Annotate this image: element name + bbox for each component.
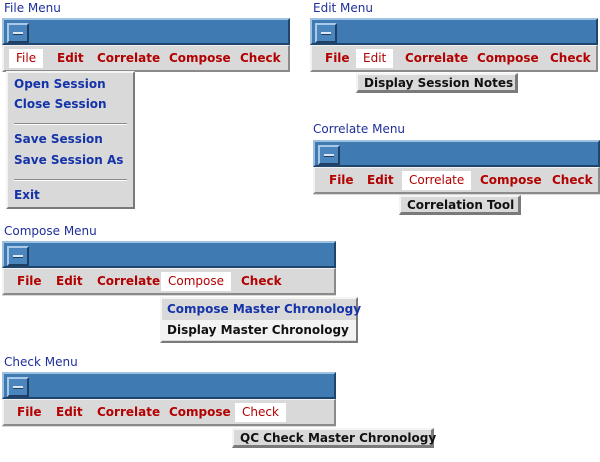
compose-menu-window: File Edit Correlate Compose Check [2, 241, 336, 296]
window-menu-icon[interactable] [315, 23, 337, 43]
menu-file[interactable]: File [17, 405, 42, 419]
compose-dropdown: Compose Master Chronology Display Master… [160, 297, 362, 343]
window-menu-icon[interactable] [318, 145, 340, 165]
window-menu-icon[interactable] [7, 23, 29, 43]
display-master-chronology-item[interactable]: Display Master Chronology [162, 320, 356, 340]
menu-compose[interactable]: Compose [477, 51, 539, 65]
check-menu-caption: Check Menu [4, 355, 78, 369]
menu-edit[interactable]: Edit [56, 274, 83, 288]
menu-correlate[interactable]: Correlate [405, 51, 469, 65]
menu-bar: File Edit Correlate Compose Check [2, 45, 290, 72]
menu-correlate[interactable]: Correlate [97, 274, 161, 288]
menu-correlate[interactable]: Correlate [402, 171, 472, 190]
file-menu-caption: File Menu [4, 1, 61, 15]
open-session-item[interactable]: Open Session [14, 77, 106, 91]
menu-bar: File Edit Correlate Compose Check [2, 268, 336, 295]
menu-separator [14, 123, 127, 125]
check-menu-window: File Edit Correlate Compose Check [2, 372, 336, 427]
display-session-notes-item[interactable]: Display Session Notes [356, 73, 518, 93]
menu-file[interactable]: File [325, 51, 350, 65]
title-bar [313, 140, 600, 167]
correlate-menu-caption: Correlate Menu [313, 122, 406, 136]
exit-item[interactable]: Exit [14, 188, 40, 202]
correlation-tool-item[interactable]: Correlation Tool [399, 195, 521, 215]
close-session-item[interactable]: Close Session [14, 97, 107, 111]
menu-check[interactable]: Check [550, 51, 591, 65]
menu-file[interactable]: File [329, 173, 354, 187]
menu-bar: File Edit Correlate Compose Check [2, 399, 336, 426]
menu-correlate[interactable]: Correlate [97, 405, 161, 419]
edit-menu-caption: Edit Menu [313, 1, 373, 15]
title-bar [2, 18, 290, 45]
edit-menu-window: File Edit Correlate Compose Check [310, 18, 598, 72]
file-dropdown: Open Session Close Session Save Session … [6, 71, 135, 209]
title-bar [2, 372, 336, 399]
correlate-menu-window: File Edit Correlate Compose Check [313, 140, 600, 195]
menu-compose[interactable]: Compose [169, 405, 231, 419]
title-bar [310, 18, 598, 45]
menu-edit[interactable]: Edit [57, 51, 84, 65]
menu-check[interactable]: Check [235, 403, 286, 422]
menu-check[interactable]: Check [240, 51, 281, 65]
menu-edit[interactable]: Edit [56, 405, 83, 419]
menu-compose[interactable]: Compose [161, 272, 232, 291]
menu-check[interactable]: Check [552, 173, 593, 187]
menu-file[interactable]: File [17, 274, 42, 288]
compose-menu-caption: Compose Menu [4, 224, 97, 238]
menu-separator [14, 179, 127, 181]
title-bar [2, 241, 336, 268]
menu-compose[interactable]: Compose [169, 51, 231, 65]
menu-check[interactable]: Check [241, 274, 282, 288]
save-session-as-item[interactable]: Save Session As [14, 153, 124, 167]
menu-bar: File Edit Correlate Compose Check [313, 167, 600, 194]
window-menu-icon[interactable] [7, 377, 29, 397]
qc-check-master-chronology-item[interactable]: QC Check Master Chronology [232, 428, 436, 448]
menu-edit[interactable]: Edit [356, 49, 394, 68]
save-session-item[interactable]: Save Session [14, 132, 103, 146]
menu-bar: File Edit Correlate Compose Check [310, 45, 598, 72]
compose-master-chronology-item[interactable]: Compose Master Chronology [167, 302, 362, 316]
menu-edit[interactable]: Edit [367, 173, 394, 187]
menu-correlate[interactable]: Correlate [97, 51, 161, 65]
window-menu-icon[interactable] [7, 246, 29, 266]
file-menu-window: File Edit Correlate Compose Check [2, 18, 290, 72]
menu-file[interactable]: File [9, 49, 44, 68]
menu-compose[interactable]: Compose [480, 173, 542, 187]
